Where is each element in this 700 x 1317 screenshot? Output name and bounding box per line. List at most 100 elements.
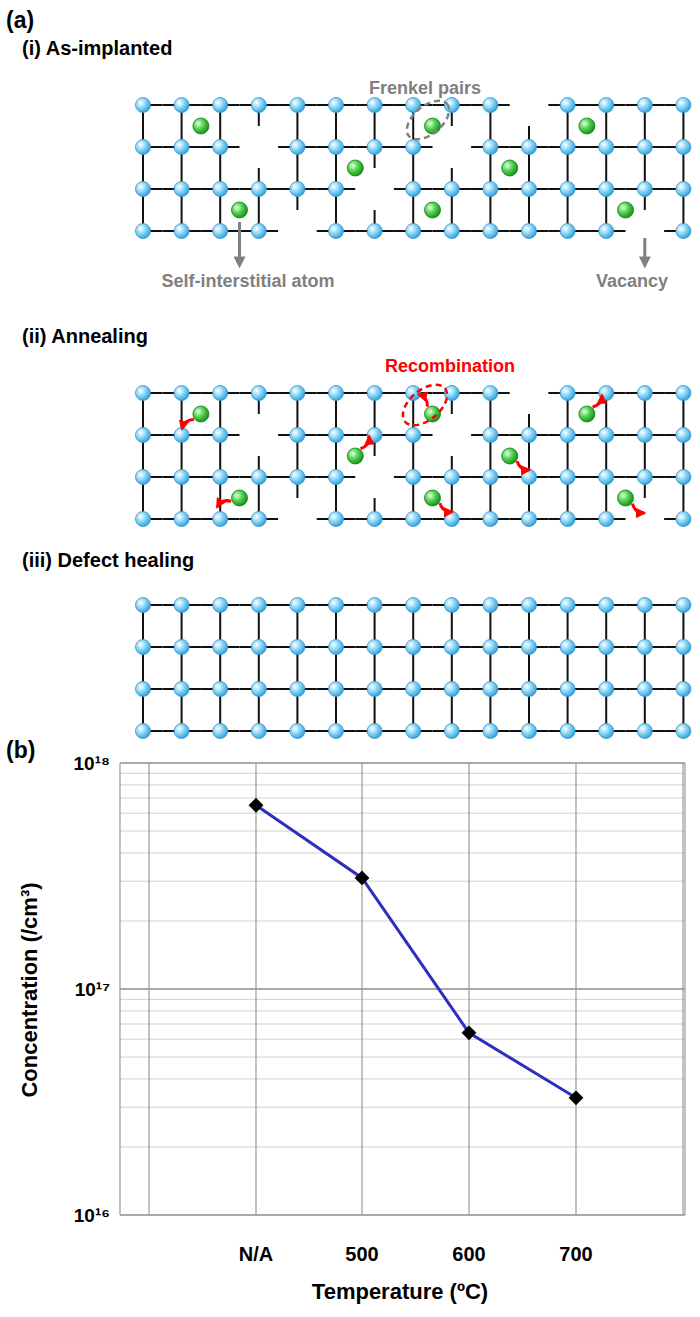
lattice-atom	[174, 470, 189, 485]
lattice-atom	[367, 598, 382, 613]
lattice-atom	[329, 682, 344, 697]
interstitial-atom	[232, 202, 248, 218]
lattice-atom	[329, 224, 344, 239]
callout-label: Frenkel pairs	[369, 79, 481, 97]
lattice-atom	[136, 182, 151, 197]
lattice-atom	[329, 182, 344, 197]
lattice-atom	[174, 682, 189, 697]
lattice-atom	[406, 640, 421, 655]
lattice-atom	[676, 428, 691, 443]
lattice-atom	[522, 598, 537, 613]
lattice-atom	[329, 640, 344, 655]
panel-letter: (a)	[6, 9, 34, 32]
lattice-atom	[599, 682, 614, 697]
lattice-atom	[560, 640, 575, 655]
interstitial-atom	[347, 448, 363, 464]
lattice-atom	[599, 224, 614, 239]
lattice-atom	[136, 598, 151, 613]
lattice-atom	[174, 182, 189, 197]
lattice-atom	[329, 428, 344, 443]
lattice-atom	[213, 182, 228, 197]
major-gridline	[120, 762, 685, 764]
callout-label: Self-interstitial atom	[161, 272, 334, 290]
lattice-atom	[637, 428, 652, 443]
lattice-atom	[329, 470, 344, 485]
lattice-atom	[483, 512, 498, 527]
lattice-atom	[637, 470, 652, 485]
lattice-atom	[483, 182, 498, 197]
axis-tick-label: 700	[559, 1244, 592, 1264]
lattice-atom	[406, 182, 421, 197]
lattice-atom	[599, 428, 614, 443]
lattice-atom	[676, 182, 691, 197]
lattice-atom	[367, 512, 382, 527]
frenkel-ellipse	[400, 93, 456, 147]
lattice-atom	[483, 640, 498, 655]
panel-heading: (ii) Annealing	[22, 326, 148, 346]
lattice-atom	[136, 682, 151, 697]
vertical-gridline	[575, 763, 576, 1215]
interstitial-atom	[193, 406, 209, 422]
lattice-atom	[599, 140, 614, 155]
lattice-atom	[483, 386, 498, 401]
lattice-atom	[406, 140, 421, 155]
lattice-atom	[637, 140, 652, 155]
lattice-atom	[483, 428, 498, 443]
vertical-gridline	[684, 763, 685, 1215]
interstitial-atom	[193, 118, 209, 134]
lattice-atom	[637, 640, 652, 655]
lattice-atom	[290, 470, 305, 485]
lattice-atom	[560, 98, 575, 113]
minor-gridline	[120, 1146, 685, 1147]
lattice-atom	[136, 224, 151, 239]
motion-arrow	[440, 503, 452, 512]
data-marker	[569, 1090, 584, 1105]
lattice-atom	[367, 98, 382, 113]
lattice-atom	[676, 640, 691, 655]
lattice-atom	[174, 724, 189, 739]
interstitial-atom	[618, 202, 634, 218]
lattice-atom	[290, 182, 305, 197]
panel-heading: (iii) Defect healing	[22, 550, 194, 570]
interstitial-atom	[618, 490, 634, 506]
lattice-atom	[251, 682, 266, 697]
lattice-atom	[367, 140, 382, 155]
minor-gridline	[120, 1078, 685, 1079]
callout-label: Recombination	[385, 357, 515, 375]
interstitial-atom	[579, 406, 595, 422]
lattice-atom	[599, 98, 614, 113]
lattice-atom	[367, 724, 382, 739]
lattice-atom	[406, 428, 421, 443]
interstitial-atom	[502, 448, 518, 464]
lattice-atom	[136, 470, 151, 485]
lattice-atom	[444, 724, 459, 739]
lattice-atom	[251, 640, 266, 655]
lattice-atom	[676, 386, 691, 401]
lattice-atom	[213, 224, 228, 239]
data-line	[256, 805, 576, 1098]
lattice-atom	[522, 182, 537, 197]
as-implanted-lattice	[136, 98, 691, 239]
vertical-gridline	[119, 763, 120, 1215]
minor-gridline	[120, 852, 685, 853]
lattice-atom	[136, 140, 151, 155]
interstitial-atom	[502, 160, 518, 176]
lattice-atom	[637, 598, 652, 613]
lattice-atom	[599, 182, 614, 197]
lattice-atom	[329, 140, 344, 155]
interstitial-atom	[347, 160, 363, 176]
lattice-atom	[213, 682, 228, 697]
lattice-atom	[213, 428, 228, 443]
lattice-atom	[522, 428, 537, 443]
lattice-atom	[406, 512, 421, 527]
major-gridline	[120, 1214, 685, 1216]
lattice-atom	[290, 640, 305, 655]
axis-title: Temperature (ºC)	[312, 1281, 488, 1303]
axis-tick-label: 500	[345, 1244, 378, 1264]
motion-arrow	[633, 504, 645, 513]
vertical-gridline	[468, 763, 469, 1215]
lattice-atom	[251, 724, 266, 739]
lattice-atom	[522, 682, 537, 697]
lattice-atom	[676, 224, 691, 239]
